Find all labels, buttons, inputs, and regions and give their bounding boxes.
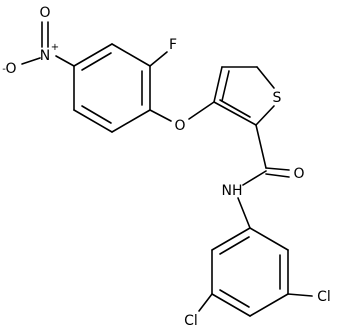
charge-minus: - [2,64,6,75]
bond-nitro-n-ring [55,55,75,67]
bond-ring-a-1-inner [81,52,112,71]
atom-thiophene-sulfur: S [273,90,282,106]
atom-ether-oxygen: O [174,118,185,134]
atom-carbonyl-oxygen: O [293,166,304,182]
bond-c2-carbonyl [255,124,267,169]
bond-ring-b-6-inner [219,236,250,255]
atom-nitro-oxygen-minus: O [5,61,16,77]
bond-thio-c2-c3 [213,101,257,126]
atom-chlorine-left: Cl [184,313,198,329]
bond-thio-c5-s [256,66,275,89]
atom-fluorine: F [169,37,177,53]
atom-amide-nh: NH [222,183,243,199]
bond-ring-a-5 [73,109,113,133]
atom-nitro-oxygen: O [39,5,50,21]
bond-nh-ring [237,197,251,229]
bond-thio-s-c2 [255,105,275,126]
bond-ring-b-4-inner [219,289,250,308]
bond-ring-b-1 [249,227,289,251]
bond-ring-b-6 [211,227,251,251]
atom-labels: O - N + O F O S O NH Cl Cl [2,5,331,329]
bond-c-cl-right [287,293,313,297]
bond-ring-a-2 [111,43,151,67]
bond-ring-a-5-inner [81,105,112,124]
bond-c-cl-left [198,293,213,312]
bond-thio-c3-c4 [213,66,223,103]
bond-ring-a-4 [111,109,151,133]
bond-thio-c3-c4-inner [221,70,230,102]
bond-c-o-double-a [265,167,290,171]
bonds [21,21,313,317]
bond-ring-b-4 [211,293,251,317]
bond-c-o-double-b [265,173,290,178]
atom-chlorine-right: Cl [317,289,331,305]
atom-nitro-nitrogen: N [40,48,50,64]
bond-nitro-n-o-minus [21,57,41,65]
charge-plus: + [51,42,59,53]
bond-ring-a-1 [73,43,113,67]
bond-o-thiophene [188,101,215,120]
bond-c-f [149,51,168,67]
bond-carbonyl-nh [242,170,267,186]
bond-thio-c2-c3-inner [219,99,251,118]
bond-ring-b-3 [249,293,289,317]
bond-aryl-o [149,109,172,122]
